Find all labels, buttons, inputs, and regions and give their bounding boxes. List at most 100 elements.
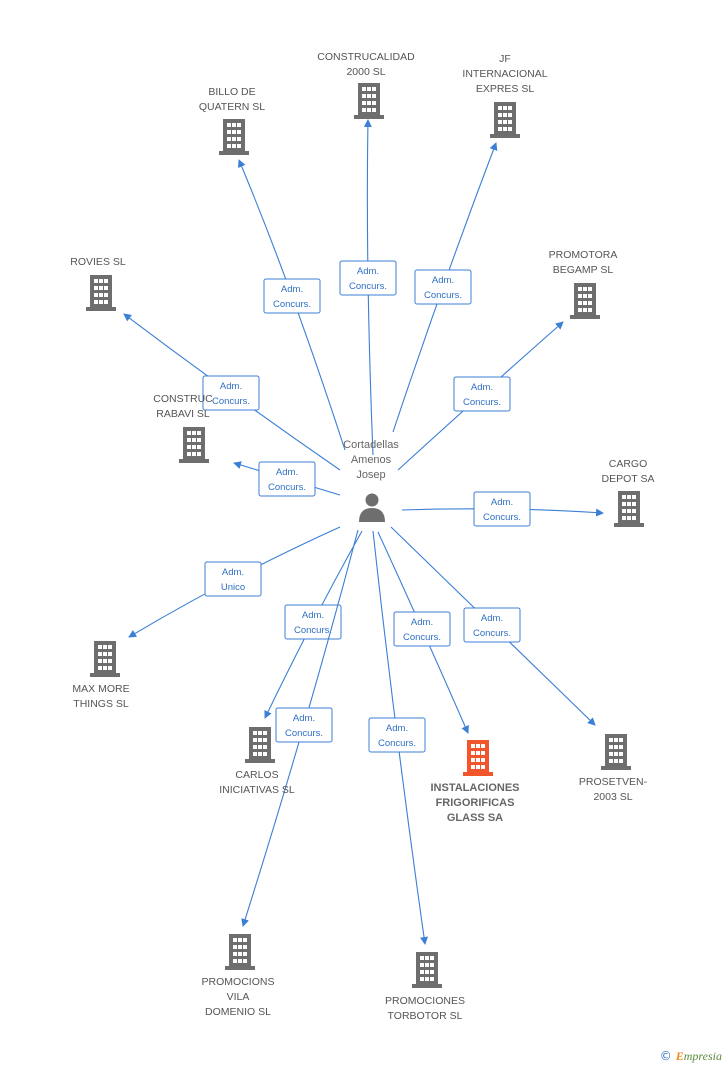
company-node-rovies[interactable]: ROVIES SL — [70, 256, 126, 311]
company-name-line: QUATERN SL — [199, 101, 265, 113]
company-name-line: CARGO — [609, 458, 648, 470]
role-badge-box — [414, 269, 472, 305]
role-badge-box — [368, 717, 426, 753]
company-name-line: BEGAMP SL — [553, 264, 614, 276]
role-badge-rabavi[interactable]: Adm.Concurs. — [258, 461, 316, 497]
role-badge-box — [275, 707, 333, 743]
role-badge-maxmore[interactable]: Adm.Unico — [204, 561, 262, 597]
company-name-line: CARLOS — [235, 769, 278, 781]
role-label-line: Concurs. — [294, 625, 332, 636]
edge-jf: Adm. Concurs. — [392, 142, 498, 433]
role-label-line: Concurs. — [212, 396, 250, 407]
role-label-line: Adm. — [471, 382, 493, 393]
role-badge-box — [393, 611, 451, 647]
building-icon — [412, 952, 442, 988]
company-name-line: PROMOCIONS — [202, 976, 275, 988]
role-badge-cargo[interactable]: Adm.Concurs. — [473, 491, 531, 527]
role-badge-box — [453, 376, 511, 412]
copyright-footer: ©Empresia — [660, 1049, 722, 1064]
role-label-line: Concurs. — [273, 299, 311, 310]
edge-construcalidad: Adm.Concurs. — [339, 119, 397, 456]
role-badge-box — [284, 604, 342, 640]
building-icon — [219, 119, 249, 155]
company-node-maxmore[interactable]: MAX MORE THINGS SL — [72, 641, 130, 710]
company-name-line: DEPOT SA — [602, 473, 655, 485]
edge-vila: Adm. Concurs. — [241, 529, 359, 927]
role-label-line: Adm. — [302, 610, 324, 621]
company-name-line: INTERNACIONAL — [462, 68, 547, 80]
person-node[interactable]: Cortadellas Amenos Josep — [343, 439, 399, 522]
edge-carlos: Adm. Concurs. — [264, 530, 363, 719]
role-label-line: Concurs. — [424, 290, 462, 301]
company-name-line: INICIATIVAS SL — [219, 784, 295, 796]
role-badge-billo[interactable]: Adm. Concurs. — [263, 278, 321, 314]
company-name-line: THINGS SL — [73, 698, 129, 710]
role-badge-instalaciones[interactable]: Adm.Concurs. — [393, 611, 451, 647]
edge-torbotor: Adm. Concurs. — [368, 530, 428, 945]
role-label-line: Concurs. — [268, 482, 306, 493]
role-badge-prosetven[interactable]: Adm.Concurs. — [463, 607, 521, 643]
role-badge-carlos[interactable]: Adm. Concurs. — [284, 604, 342, 640]
person-name-line-3: Josep — [356, 469, 385, 481]
edge-instalaciones: Adm.Concurs. — [377, 531, 469, 734]
building-icon — [614, 491, 644, 527]
company-name-line: CONSTRUCALIDAD — [317, 51, 415, 63]
company-node-carlos[interactable]: CARLOS INICIATIVAS SL — [219, 727, 295, 796]
role-badge-jf[interactable]: Adm. Concurs. — [414, 269, 472, 305]
edge-cargo: Adm.Concurs. — [401, 491, 604, 527]
building-icon — [570, 283, 600, 319]
brand-logo-rest: mpresia — [683, 1049, 722, 1063]
building-icon — [179, 427, 209, 463]
company-name-line: EXPRES SL — [476, 83, 535, 95]
edge-prosetven: Adm. Concurs. — [390, 526, 596, 726]
company-name-line: PROMOTORA — [549, 249, 618, 261]
role-label-line: Concurs. — [483, 512, 521, 523]
role-badge-rovies[interactable]: Adm. Concurs. — [202, 375, 260, 411]
role-label-line: Concurs. — [463, 397, 501, 408]
company-name-line: PROSETVEN- — [579, 776, 648, 788]
edge-billo: Adm. Concurs. — [238, 159, 346, 451]
role-badge-box — [473, 491, 531, 527]
role-label-line: Adm. — [386, 723, 408, 734]
company-node-prosetven[interactable]: PROSETVEN- 2003 SL — [579, 734, 648, 803]
company-name-line: INSTALACIONES — [430, 782, 519, 794]
company-name-line: 2003 SL — [593, 791, 632, 803]
role-badge-box — [339, 260, 397, 296]
company-name-line: 2000 SL — [346, 66, 385, 78]
copyright-icon: © — [659, 1049, 672, 1063]
role-label-line: Adm. — [432, 275, 454, 286]
building-icon — [245, 727, 275, 763]
edge-rabavi: Adm.Concurs. — [233, 461, 341, 497]
role-badge-construcalidad[interactable]: Adm.Concurs. — [339, 260, 397, 296]
company-name-line: CONSTRUC — [153, 393, 213, 405]
company-name-line: MAX MORE — [72, 683, 129, 695]
person-name-line-2: Amenos — [351, 454, 392, 466]
building-icon — [601, 734, 631, 770]
role-badge-torbotor[interactable]: Adm. Concurs. — [368, 717, 426, 753]
company-node-promotora[interactable]: PROMOTORA BEGAMP SL — [549, 249, 618, 319]
company-node-construcalidad[interactable]: CONSTRUCALIDAD 2000 SL — [317, 51, 415, 119]
company-node-jf[interactable]: JF INTERNACIONAL EXPRES SL — [462, 53, 548, 138]
company-node-cargo[interactable]: CARGO DEPOT SA — [602, 458, 655, 527]
company-name-line: PROMOCIONES — [385, 995, 465, 1007]
role-label-line: Concurs. — [285, 728, 323, 739]
role-label-line: Concurs. — [473, 628, 511, 639]
role-badge-vila[interactable]: Adm.Concurs. — [275, 707, 333, 743]
building-icon — [463, 740, 493, 776]
role-label-line: Adm. — [220, 381, 242, 392]
role-label-line: Adm. — [281, 284, 303, 295]
role-label-line: Adm. — [411, 617, 433, 628]
role-label-line: Concurs. — [378, 738, 416, 749]
building-icon — [354, 83, 384, 119]
role-badge-promotora[interactable]: Adm. Concurs. — [453, 376, 511, 412]
role-label-line: Concurs. — [349, 281, 387, 292]
company-name-line: JF — [499, 53, 511, 65]
role-badge-box — [258, 461, 316, 497]
edge-rovies: Adm. Concurs. — [123, 313, 341, 471]
